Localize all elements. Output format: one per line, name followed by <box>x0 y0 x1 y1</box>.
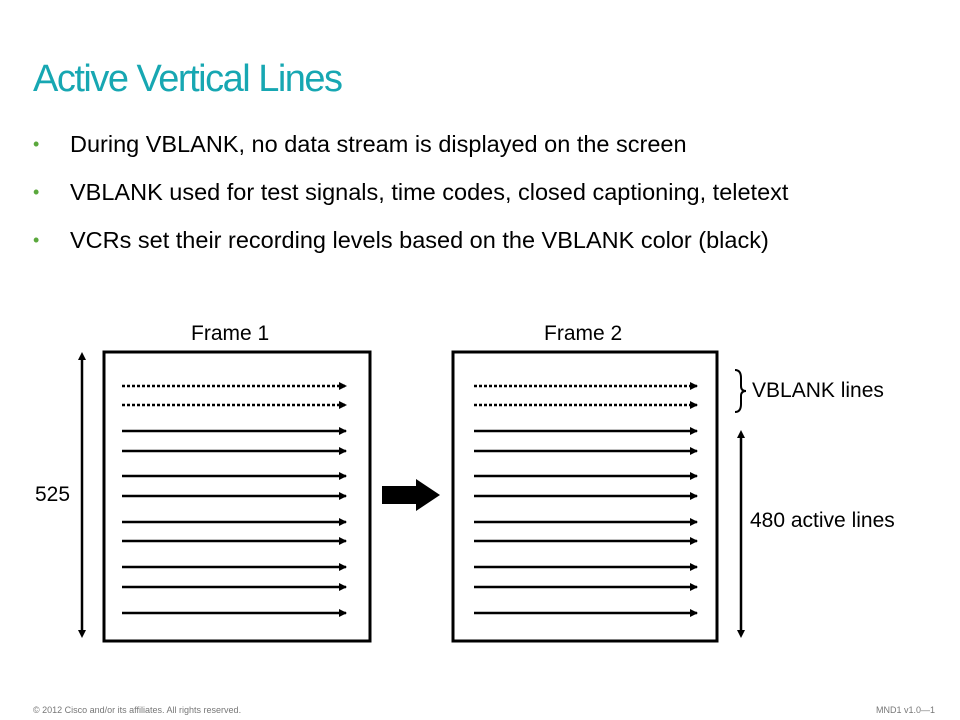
bullet-list: • During VBLANK, no data stream is displa… <box>30 128 788 272</box>
bullet-item: • VBLANK used for test signals, time code… <box>30 176 788 224</box>
bullet-text: VBLANK used for test signals, time codes… <box>70 179 789 205</box>
bullet-item: • VCRs set their recording levels based o… <box>30 224 788 272</box>
slide-title: Active Vertical Lines <box>33 58 343 100</box>
frame-1-box <box>102 350 372 643</box>
frame-1-label: Frame 1 <box>191 322 270 345</box>
next-frame-arrow-icon <box>382 479 440 511</box>
bullet-text: VCRs set their recording levels based on… <box>70 227 769 253</box>
bullet-icon: • <box>33 134 40 154</box>
frame-2-box <box>451 350 719 643</box>
active-lines-label: 480 active lines <box>750 509 895 532</box>
slide-id: MND1 v1.0—1 <box>876 705 936 715</box>
bullet-icon: • <box>33 182 40 202</box>
bullet-icon: • <box>33 230 40 250</box>
copyright: © 2012 Cisco and/or its affiliates. All … <box>33 705 242 715</box>
bullet-text: During VBLANK, no data stream is display… <box>70 131 687 157</box>
total-lines-label: 525 <box>35 483 71 506</box>
vblank-label: VBLANK lines <box>752 379 884 402</box>
bullet-item: • During VBLANK, no data stream is displa… <box>30 128 788 176</box>
vblank-brace <box>734 369 747 413</box>
frame-2-label: Frame 2 <box>544 322 623 345</box>
